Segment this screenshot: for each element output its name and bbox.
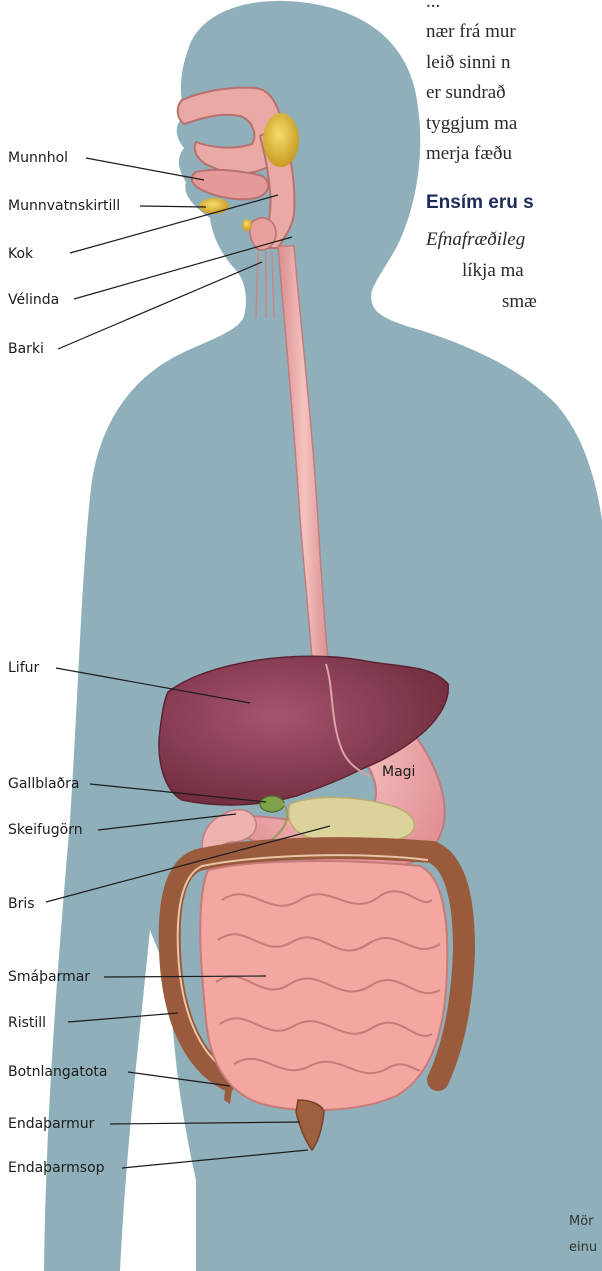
salivary-gland-lower — [199, 198, 229, 214]
gallbladder — [260, 796, 284, 812]
body-text-line-3: er sundrað — [426, 79, 506, 107]
body-text-line-5: merja fæðu — [426, 140, 512, 168]
body-text-line-7: smæ — [502, 288, 537, 316]
small-intestine — [200, 861, 447, 1110]
body-text-line-0: ... — [426, 0, 440, 16]
body-text-line-2: leið sinni n — [426, 49, 510, 77]
body-text-italic: Efnafræðileg — [426, 226, 525, 254]
label-ristill: Ristill — [8, 1015, 46, 1031]
label-barki: Barki — [8, 341, 44, 357]
body-text-line-1: nær frá mur — [426, 18, 516, 46]
label-botnlangatota: Botnlangatota — [8, 1064, 107, 1080]
label-munnvatnskirtill: Munnvatnskirtill — [8, 198, 120, 214]
section-heading: Ensím eru s — [426, 192, 534, 214]
caption-line-1: Mör — [569, 1214, 594, 1229]
label-magi: Magi — [382, 764, 415, 780]
body-text-line-6: líkja ma — [462, 257, 524, 285]
label-bris: Bris — [8, 896, 35, 912]
label-endaparmur: Endaþarmur — [8, 1116, 94, 1132]
body-text-line-4: tyggjum ma — [426, 110, 517, 138]
label-endaparmsop: Endaþarmsop — [8, 1160, 105, 1176]
label-velinda: Vélinda — [8, 292, 59, 308]
label-munnhol: Munnhol — [8, 150, 68, 166]
label-kok: Kok — [8, 246, 33, 262]
caption-line-2: einu — [569, 1240, 597, 1255]
label-smaparmar: Smáþarmar — [8, 969, 90, 985]
salivary-gland-upper — [263, 113, 299, 167]
salivary-gland-small — [242, 219, 252, 231]
label-lifur: Lifur — [8, 660, 39, 676]
label-gallbladra: Gallblaðra — [8, 776, 79, 792]
label-skeifugorn: Skeifugörn — [8, 822, 83, 838]
